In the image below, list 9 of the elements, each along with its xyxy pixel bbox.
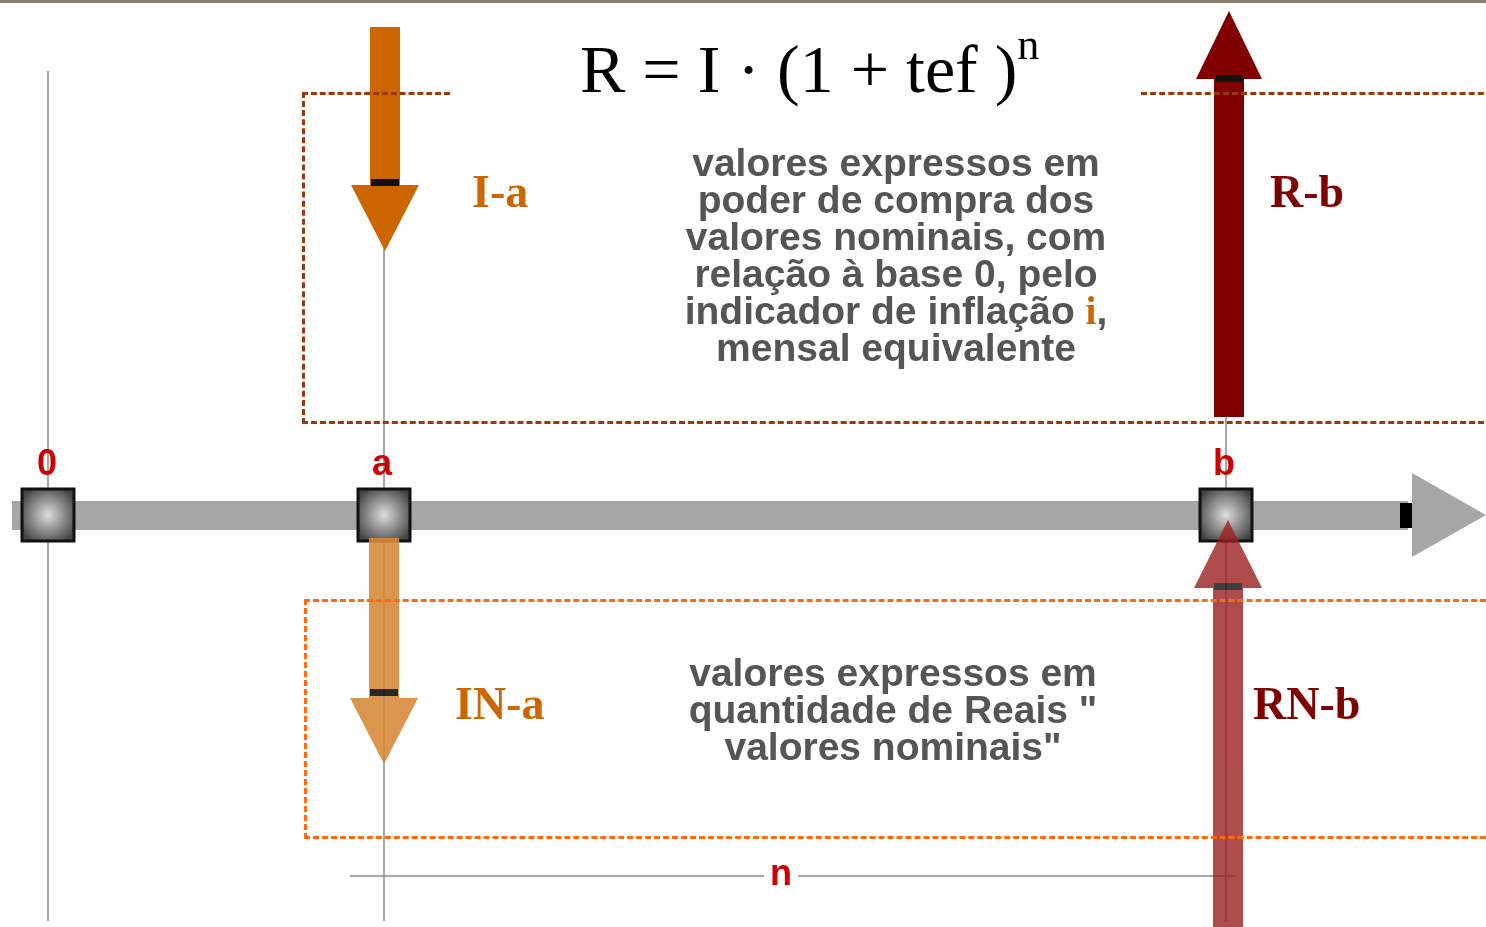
region-description: valores expressos em quantidade de Reais " valores nominais" bbox=[687, 654, 1099, 765]
flow-label: IN-a bbox=[455, 681, 545, 727]
time-label: a bbox=[372, 445, 393, 481]
time-label: b bbox=[1213, 445, 1235, 481]
flow-label: RN-b bbox=[1253, 681, 1361, 727]
flow-label: I-a bbox=[472, 169, 529, 215]
dashed-region bbox=[304, 599, 1486, 839]
time-label: 0 bbox=[37, 445, 58, 481]
flow-label: R-b bbox=[1270, 169, 1345, 215]
